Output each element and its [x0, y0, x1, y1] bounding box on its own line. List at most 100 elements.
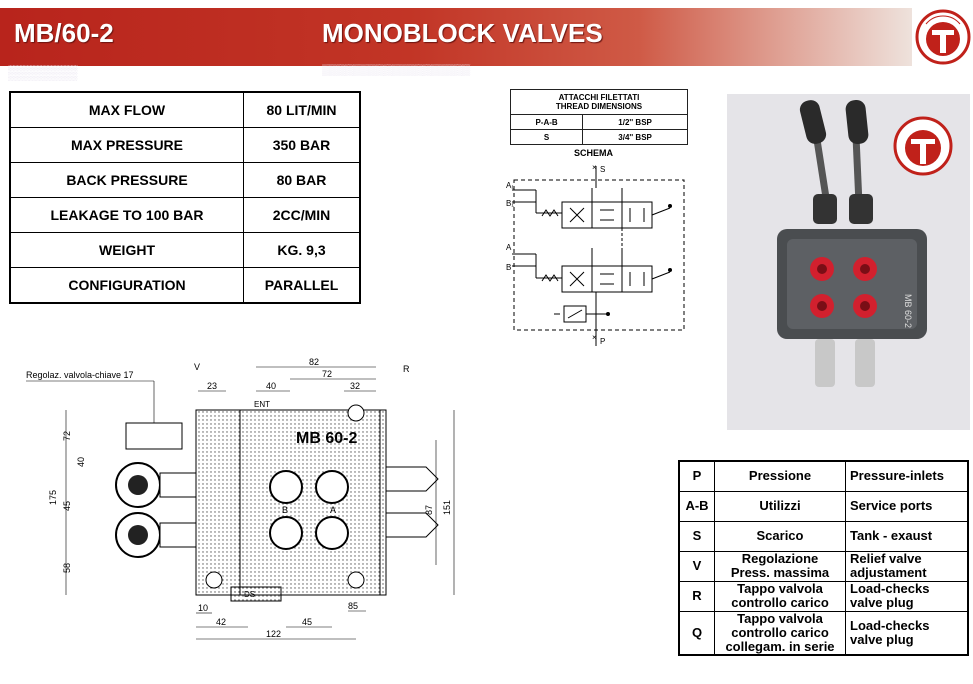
spec-label: BACK PRESSURE	[9, 162, 244, 198]
legend-italian: Utilizzi	[714, 490, 846, 522]
ghost-text: ▒▒▒▒▒▒▒	[8, 64, 78, 80]
spool-section-1	[535, 188, 672, 229]
legend-english-line: valve plug	[850, 631, 914, 647]
schema-label-a1: A₁	[506, 181, 514, 190]
header-banner: MB/60-2 MONOBLOCK VALVES	[0, 8, 912, 66]
schema-label-b: B	[506, 263, 511, 272]
spec-label: WEIGHT	[9, 232, 244, 268]
dim-23: 23	[207, 381, 217, 391]
drawing-note: Regolaz. valvola-chiave 17	[26, 370, 134, 380]
legend-english: Pressure-inlets	[845, 460, 969, 492]
dim-40: 40	[266, 381, 276, 391]
legend-english: Service ports	[845, 490, 969, 522]
label-port-a: A	[330, 505, 336, 515]
schema-label-p: P	[600, 337, 605, 346]
spec-value: 80 LIT/MIN	[243, 91, 361, 128]
legend-italian-line: Regolazione	[741, 551, 819, 566]
legend-letter: S	[678, 520, 715, 552]
dim-122: 122	[266, 629, 281, 639]
spec-label: LEAKAGE TO 100 BAR	[9, 197, 244, 233]
label-ds: DS	[244, 590, 255, 599]
thread-port: P-A-B	[509, 114, 584, 130]
legend-english-line: Service ports	[850, 498, 933, 513]
dim-175: 175	[48, 490, 58, 505]
thread-size: 3/4'' BSP	[582, 129, 688, 145]
legend-english: Tank - exaust	[845, 520, 969, 552]
dim-45: 45	[302, 617, 312, 627]
legend-english-line: Pressure-inlets	[850, 468, 944, 484]
dim-72v: 72	[62, 431, 72, 441]
schema-label-s: S	[600, 165, 605, 174]
thread-title-en: THREAD DIMENSIONS	[555, 102, 643, 111]
legend-italian-line: Utilizzi	[759, 498, 801, 513]
legend-english-line: adjustament	[850, 565, 927, 580]
model-code: MB/60-2	[14, 18, 114, 48]
thread-dimensions-table: ATTACCHI FILETTATI THREAD DIMENSIONS P-A…	[509, 89, 688, 145]
thread-title-it: ATTACCHI FILETTATI	[558, 93, 640, 102]
page-title: MONOBLOCK VALVES	[322, 18, 603, 48]
legend-letter: Q	[678, 610, 715, 656]
spec-label: MAX FLOW	[9, 91, 244, 128]
label-ent: ENT	[254, 400, 270, 409]
dimension-drawing: Regolaz. valvola-chiave 17 V R 82 72 23 …	[26, 357, 455, 640]
legend-italian-line: controllo carico	[731, 624, 829, 640]
dim-42: 42	[216, 617, 226, 627]
legend-italian: Scarico	[714, 520, 846, 552]
legend-letter: V	[678, 550, 715, 582]
dim-85: 85	[348, 601, 358, 611]
product-photo: MB 60-2	[727, 94, 970, 430]
legend-italian-line: collegam. in serie	[725, 638, 835, 654]
relief-valve-symbol	[554, 305, 610, 323]
svg-text:×: ×	[592, 333, 597, 342]
label-port-b: B	[282, 505, 288, 515]
legend-letter: A-B	[678, 490, 715, 522]
photo-body-text: MB 60-2	[903, 294, 913, 328]
legend-english-line: Load-checks	[850, 581, 930, 596]
spec-value: 350 BAR	[243, 127, 361, 163]
legend-english-line: valve plug	[850, 595, 914, 610]
dim-72: 72	[322, 369, 332, 379]
schema-title: SCHEMA	[574, 148, 614, 158]
legend-italian-line: Scarico	[756, 528, 804, 543]
dim-87: 87	[424, 505, 434, 515]
spool-section-2	[535, 248, 672, 293]
legend-row: A-B Utilizzi Service ports	[678, 490, 969, 522]
dim-32: 32	[350, 381, 360, 391]
spec-value: 80 BAR	[243, 162, 361, 198]
legend-row: S Scarico Tank - exaust	[678, 520, 969, 552]
dim-45v: 45	[62, 501, 72, 511]
dim-58: 58	[62, 563, 72, 573]
thread-table-title: ATTACCHI FILETTATI THREAD DIMENSIONS	[510, 89, 688, 115]
schema-label-b1: B₁	[506, 199, 514, 208]
spec-value: PARALLEL	[243, 267, 361, 304]
label-v: V	[194, 362, 200, 372]
dim-10: 10	[198, 603, 208, 613]
legend-italian: Pressione	[714, 460, 846, 492]
dim-82: 82	[309, 357, 319, 367]
legend-letter: R	[678, 580, 715, 612]
dim-151: 151	[442, 500, 452, 515]
legend-italian-line: Pressione	[748, 468, 812, 484]
legend-italian-line: Press. massima	[730, 565, 830, 580]
drawing-body-label: MB 60-2	[296, 430, 357, 447]
legend-english-line: Load-checks	[850, 617, 930, 633]
hydraulic-schema: S × A₁ B₁ A B	[506, 163, 685, 346]
thread-port: S	[509, 129, 584, 145]
orta-logo	[915, 9, 971, 65]
legend-italian-line: Tappo valvola	[737, 610, 823, 626]
spec-label: CONFIGURATION	[9, 267, 244, 304]
